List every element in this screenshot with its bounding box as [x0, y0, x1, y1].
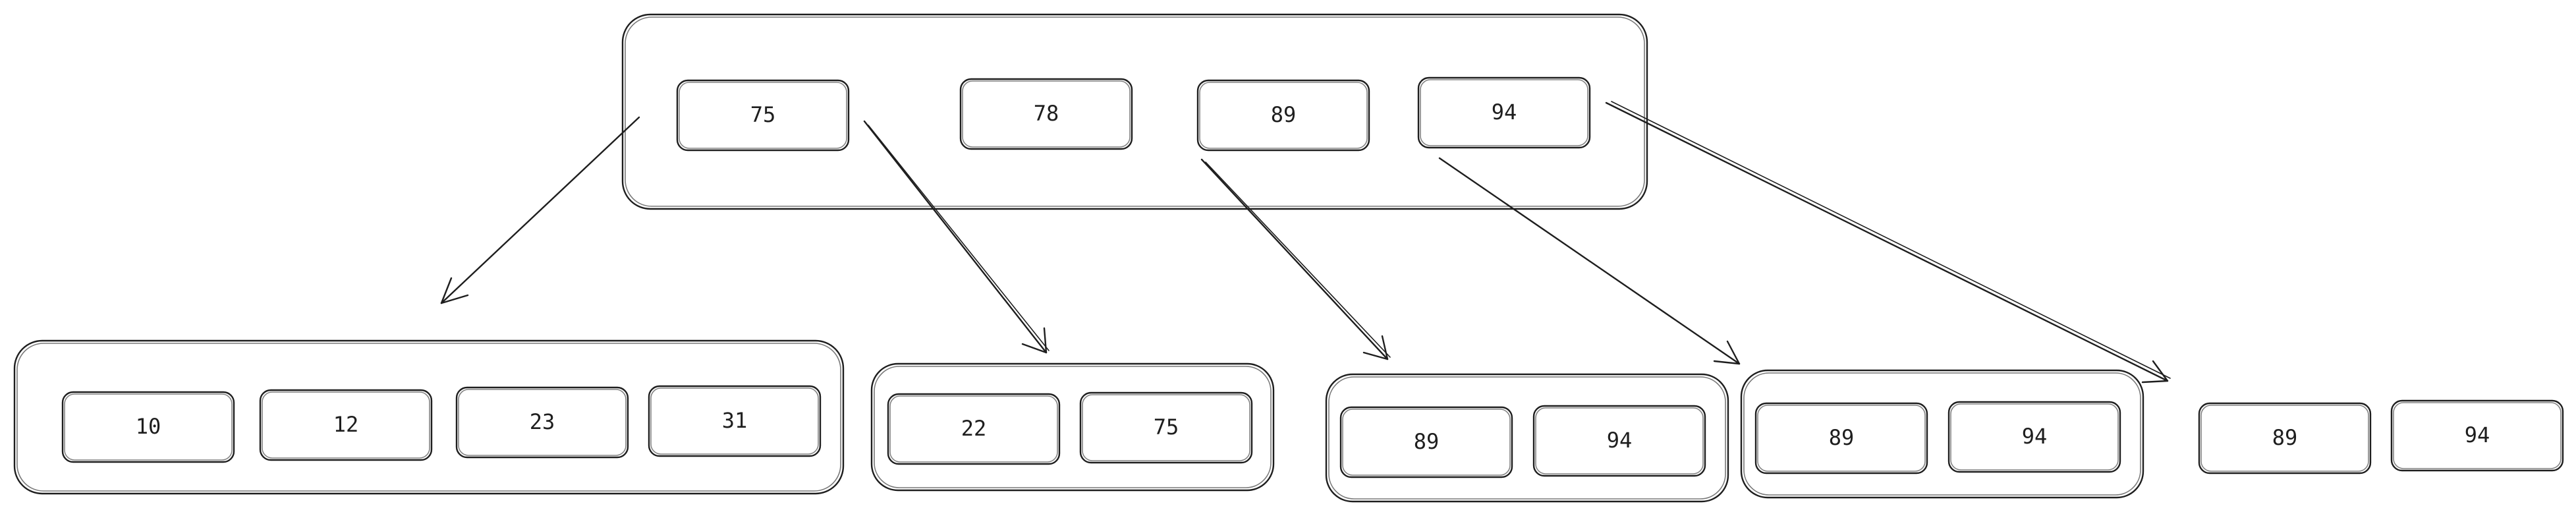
child-4-key-2: 94 [1947, 401, 2121, 473]
child-1-key-2: 12 [259, 389, 433, 461]
arrow-to-child-3 [1200, 158, 1391, 360]
root-key-3-label: 89 [1271, 102, 1297, 127]
child-1-key-2-label: 12 [333, 412, 359, 437]
child-4-key-1: 89 [1754, 402, 1928, 474]
root-key-4-label: 94 [1492, 100, 1517, 125]
arrow-to-child-4 [1438, 157, 1741, 365]
pointer-arrows [440, 101, 2171, 384]
arrow-to-child-1 [440, 116, 640, 304]
child-2-key-2-label: 75 [1154, 415, 1179, 440]
child-node-5: 89 94 [2198, 399, 2564, 474]
child-1-key-4-label: 31 [722, 408, 748, 433]
root-key-2: 78 [959, 78, 1133, 150]
child-1-key-3: 23 [455, 386, 629, 459]
child-3-key-2-label: 94 [1607, 428, 1633, 453]
child-3-key-1-label: 89 [1414, 429, 1440, 454]
child-4-key-2-label: 94 [2022, 424, 2048, 449]
child-5-key-1-label: 89 [2272, 425, 2298, 450]
root-key-3: 89 [1196, 79, 1370, 152]
arrow-to-child-5 [1605, 101, 2171, 384]
child-1-key-4: 31 [648, 385, 822, 457]
root-key-1-label: 75 [750, 102, 776, 127]
child-node-4: 89 94 [1740, 369, 2144, 499]
child-2-key-2: 75 [1079, 391, 1253, 464]
child-5-key-2-label: 94 [2465, 422, 2490, 447]
child-5-key-2: 94 [2390, 399, 2564, 472]
root-key-1: 75 [676, 79, 850, 152]
child-1-key-3-label: 23 [530, 409, 555, 434]
child-node-1: 10 12 23 31 [13, 339, 845, 495]
root-node: 75 78 89 94 [621, 13, 1648, 210]
child-2-key-1-label: 22 [961, 416, 987, 441]
child-node-3: 89 94 [1325, 373, 1729, 503]
child-3-key-1: 89 [1339, 406, 1513, 478]
child-5-key-1: 89 [2198, 402, 2372, 474]
child-node-2: 22 75 [870, 362, 1275, 492]
child-4-key-1-label: 89 [1829, 425, 1855, 450]
child-1-key-1-label: 10 [136, 414, 161, 439]
child-2-key-1: 22 [887, 393, 1061, 465]
root-key-4: 94 [1417, 76, 1591, 149]
child-1-key-1: 10 [61, 391, 235, 463]
child-3-key-2: 94 [1532, 405, 1706, 477]
root-key-2-label: 78 [1034, 101, 1059, 126]
arrow-to-child-2 [863, 120, 1050, 354]
